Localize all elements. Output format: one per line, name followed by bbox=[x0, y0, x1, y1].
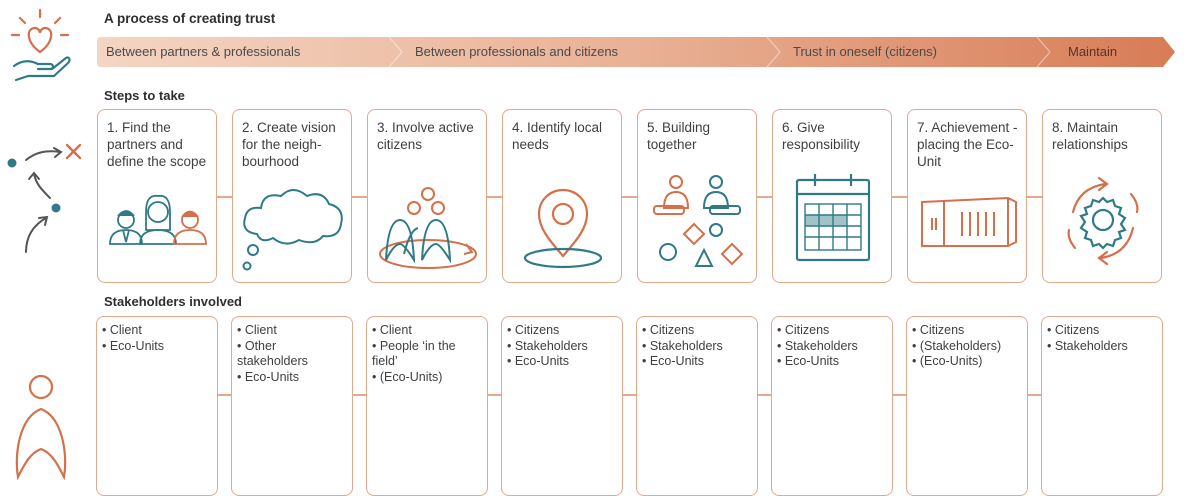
stakeholder-card-2: • Client • Other stakeholders • Eco-Unit… bbox=[231, 316, 353, 496]
stakeholder-connector bbox=[352, 394, 368, 396]
calendar-icon bbox=[795, 174, 871, 262]
stakeholder-card-8: • Citizens • Stakeholders bbox=[1041, 316, 1163, 496]
stakeholder-item: • Stakeholders bbox=[777, 338, 858, 353]
phase-label-1: Between partners & professionals bbox=[106, 44, 301, 59]
stakeholder-item: • Citizens bbox=[777, 323, 830, 337]
stakeholder-connector bbox=[217, 394, 233, 396]
step-label: 8. Maintain relationships bbox=[1052, 120, 1128, 152]
phase-label-3: Trust in oneself (citizens) bbox=[793, 44, 938, 59]
stakeholder-list: • Client • Eco-Units bbox=[102, 323, 213, 354]
step-card-7: 7. Achievement - placing the Eco-Unit bbox=[907, 109, 1027, 283]
step-label: 7. Achievement - placing the Eco-Unit bbox=[917, 120, 1018, 169]
stakeholder-connector bbox=[1027, 394, 1043, 396]
step-card-5: 5. Building together bbox=[637, 109, 757, 283]
stakeholder-connector bbox=[757, 394, 773, 396]
step-label: 3. Involve active citizens bbox=[377, 120, 474, 152]
step-label: 4. Identify local needs bbox=[512, 120, 603, 152]
stakeholder-item: • Citizens bbox=[1047, 323, 1100, 337]
stakeholder-item: • (Eco-Units) bbox=[912, 354, 983, 368]
stakeholder-card-6: • Citizens • Stakeholders • Eco-Units bbox=[771, 316, 893, 496]
stakeholder-item: • Other stakeholders bbox=[237, 338, 308, 369]
stakeholder-item: • Client bbox=[102, 323, 142, 337]
stakeholder-list: • Citizens • Stakeholders • Eco-Units bbox=[777, 323, 888, 370]
person-outline-icon bbox=[15, 374, 67, 481]
step-card-1: 1. Find the partners and define the scop… bbox=[97, 109, 217, 283]
step-label: 2. Create vision for the neigh-bourhood bbox=[242, 120, 336, 169]
stakeholder-list: • Citizens • Stakeholders • Eco-Units bbox=[642, 323, 753, 370]
stakeholder-item: • (Stakeholders) bbox=[912, 338, 1002, 353]
stakeholder-item: • Eco-Units bbox=[102, 338, 165, 353]
stakeholder-list: • Client • People ‘in the field’ • (Eco-… bbox=[372, 323, 483, 385]
step-connector bbox=[352, 196, 368, 198]
stakeholder-item: • Eco-Units bbox=[237, 369, 300, 384]
step-card-4: 4. Identify local needs bbox=[502, 109, 622, 283]
stakeholder-item: • Citizens bbox=[507, 323, 560, 337]
stakeholder-list: • Client • Other stakeholders • Eco-Unit… bbox=[237, 323, 348, 385]
stakeholder-item: • People ‘in the field’ bbox=[372, 338, 456, 369]
stakeholder-card-4: • Citizens • Stakeholders • Eco-Units bbox=[501, 316, 623, 496]
container-icon bbox=[921, 196, 1017, 247]
stakeholder-card-5: • Citizens • Stakeholders • Eco-Units bbox=[636, 316, 758, 496]
step-connector bbox=[1027, 196, 1043, 198]
stakeholder-item: • Stakeholders bbox=[1047, 338, 1128, 353]
phase-label-2: Between professionals and citizens bbox=[415, 44, 619, 59]
stakeholder-item: • Eco-Units bbox=[642, 354, 705, 368]
stakeholder-list: • Citizens • (Stakeholders) • (Eco-Units… bbox=[912, 323, 1023, 370]
step-card-3: 3. Involve active citizens bbox=[367, 109, 487, 283]
stakeholder-item: • Citizens bbox=[912, 323, 965, 337]
location-pin-icon bbox=[523, 188, 603, 269]
stakeholders-section-title: Stakeholders involved bbox=[104, 294, 242, 309]
page-title: A process of creating trust bbox=[104, 11, 276, 26]
step-card-8: 8. Maintain relationships bbox=[1042, 109, 1162, 283]
stakeholder-list: • Citizens • Stakeholders • Eco-Units bbox=[507, 323, 618, 370]
step-connector bbox=[622, 196, 638, 198]
step-connector bbox=[892, 196, 908, 198]
stakeholder-item: • Eco-Units bbox=[777, 354, 840, 368]
stakeholder-card-1: • Client • Eco-Units bbox=[96, 316, 218, 496]
process-arrow-band bbox=[97, 37, 1175, 67]
stakeholder-item: • Citizens bbox=[642, 323, 695, 337]
stakeholder-item: • (Eco-Units) bbox=[372, 369, 443, 384]
gear-cycle-icon bbox=[1067, 176, 1139, 266]
step-label: 1. Find the partners and define the scop… bbox=[107, 120, 207, 169]
steps-section-title: Steps to take bbox=[104, 88, 185, 103]
step-label: 5. Building together bbox=[647, 120, 711, 152]
group-circle-icon bbox=[379, 187, 477, 269]
step-connector bbox=[757, 196, 773, 198]
stakeholder-card-3: • Client • People ‘in the field’ • (Eco-… bbox=[366, 316, 488, 496]
path-steps-icon bbox=[7, 143, 82, 253]
step-card-6: 6. Give responsibility bbox=[772, 109, 892, 283]
stakeholder-item: • Stakeholders bbox=[642, 338, 723, 353]
stakeholder-item: • Stakeholders bbox=[507, 338, 588, 353]
stakeholder-item: • Client bbox=[237, 323, 277, 337]
building-blocks-icon bbox=[653, 175, 744, 267]
stakeholder-connector bbox=[487, 394, 503, 396]
stakeholder-item: • Eco-Units bbox=[507, 354, 570, 368]
step-connector bbox=[217, 196, 233, 198]
step-card-2: 2. Create vision for the neigh-bourhood bbox=[232, 109, 352, 283]
stakeholder-item: • Client bbox=[372, 323, 412, 337]
thought-cloud-icon bbox=[242, 189, 343, 271]
heart-hand-icon bbox=[10, 8, 71, 82]
stakeholder-connector bbox=[622, 394, 638, 396]
phase-label-4: Maintain bbox=[1068, 44, 1118, 59]
stakeholder-connector bbox=[892, 394, 908, 396]
stakeholder-card-7: • Citizens • (Stakeholders) • (Eco-Units… bbox=[906, 316, 1028, 496]
step-connector bbox=[487, 196, 503, 198]
stakeholder-list: • Citizens • Stakeholders bbox=[1047, 323, 1158, 354]
people-group-icon bbox=[109, 194, 207, 245]
step-label: 6. Give responsibility bbox=[782, 120, 861, 152]
